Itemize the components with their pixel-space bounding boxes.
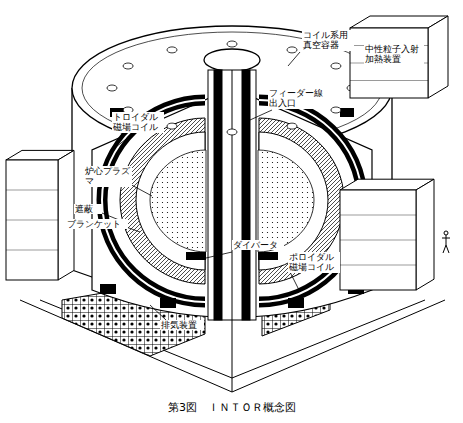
lid-bolt xyxy=(331,63,341,69)
lid-bolt xyxy=(331,107,341,113)
central-solenoid xyxy=(208,70,256,320)
lid-bolt xyxy=(227,41,237,47)
nbi-panel-line xyxy=(6,190,58,191)
part-label: ダイバータ xyxy=(232,240,284,250)
part-label: 排気装置 xyxy=(160,320,204,330)
part-label: ポロイダル磁場コイル xyxy=(288,252,340,273)
poloidal-field-coil xyxy=(100,108,364,308)
part-label: トロイダル磁場コイル xyxy=(112,112,164,133)
nbi-unit xyxy=(350,16,448,98)
nbi-unit xyxy=(6,150,74,280)
nbi-panel-line xyxy=(340,240,416,241)
nbi-side xyxy=(428,16,448,98)
lid-bolt xyxy=(123,63,133,69)
lid-bolt xyxy=(227,129,237,135)
part-label: 炉心プラズマ xyxy=(84,166,132,187)
nbi-side xyxy=(416,179,434,290)
part-label: ブランケット xyxy=(66,219,128,229)
lid-bolt xyxy=(167,123,177,129)
lid-bolt xyxy=(167,47,177,53)
nbi-panel-line xyxy=(340,215,416,216)
lid-bolts xyxy=(107,41,357,135)
nbi-panel-line xyxy=(350,80,428,81)
nbi-side xyxy=(58,150,74,280)
nbi-unit xyxy=(340,179,434,290)
figure-caption: 第3図 ＩＮＴＯＲ概念図 xyxy=(166,400,298,415)
nbi-front xyxy=(350,28,428,98)
nbi-front xyxy=(6,160,58,280)
part-label: フィーダー線出入口 xyxy=(268,88,328,109)
part-label: コイル系用真空容器 xyxy=(302,30,354,51)
lid-bolt xyxy=(107,85,117,91)
lid-bolt xyxy=(287,47,297,53)
part-label: 中性粒子入射加熱装置 xyxy=(364,44,424,65)
nbi-panel-line xyxy=(340,265,416,266)
part-label: 遮蔽 xyxy=(74,204,102,214)
human-scale-figure xyxy=(442,231,450,253)
lid-bolt xyxy=(287,123,297,129)
nbi-panel-line xyxy=(6,250,58,251)
nbi-front xyxy=(340,190,416,290)
nbi-panel-line xyxy=(6,220,58,221)
